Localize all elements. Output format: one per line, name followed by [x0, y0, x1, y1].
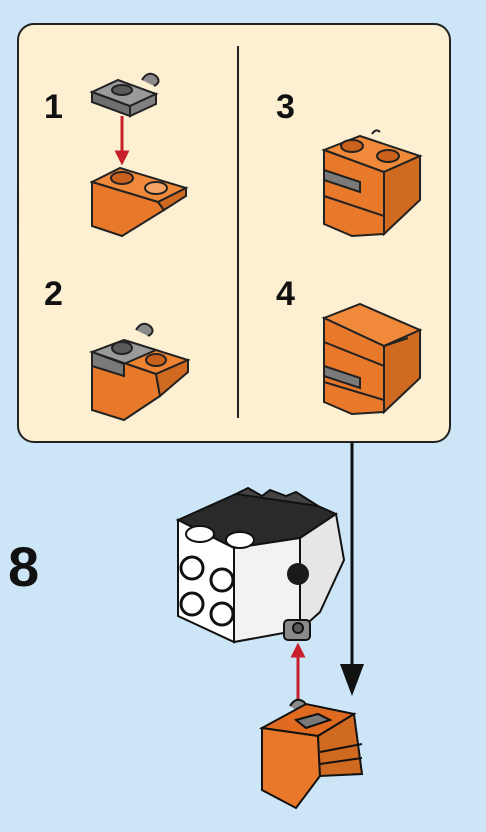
substep-4-illustration [321, 302, 423, 416]
substep-3-illustration [321, 129, 423, 238]
substep-1-number: 1 [44, 88, 63, 126]
subassembly-panel: 1 2 3 4 [17, 23, 451, 443]
substep-3-number: 3 [276, 88, 295, 126]
substep-2-illustration [89, 322, 191, 422]
main-step-number: 8 [8, 535, 39, 598]
main-assembly-head [175, 486, 346, 644]
substep-4-number: 4 [276, 275, 295, 313]
connector-arrow [340, 442, 364, 696]
substep-1-illustration [89, 72, 189, 238]
gray-clip-piece [89, 72, 160, 118]
black-eye-stud [287, 563, 309, 585]
orange-slope-assembly [258, 698, 364, 810]
substep-2-number: 2 [44, 275, 63, 313]
orange-slope-brick [89, 166, 189, 238]
